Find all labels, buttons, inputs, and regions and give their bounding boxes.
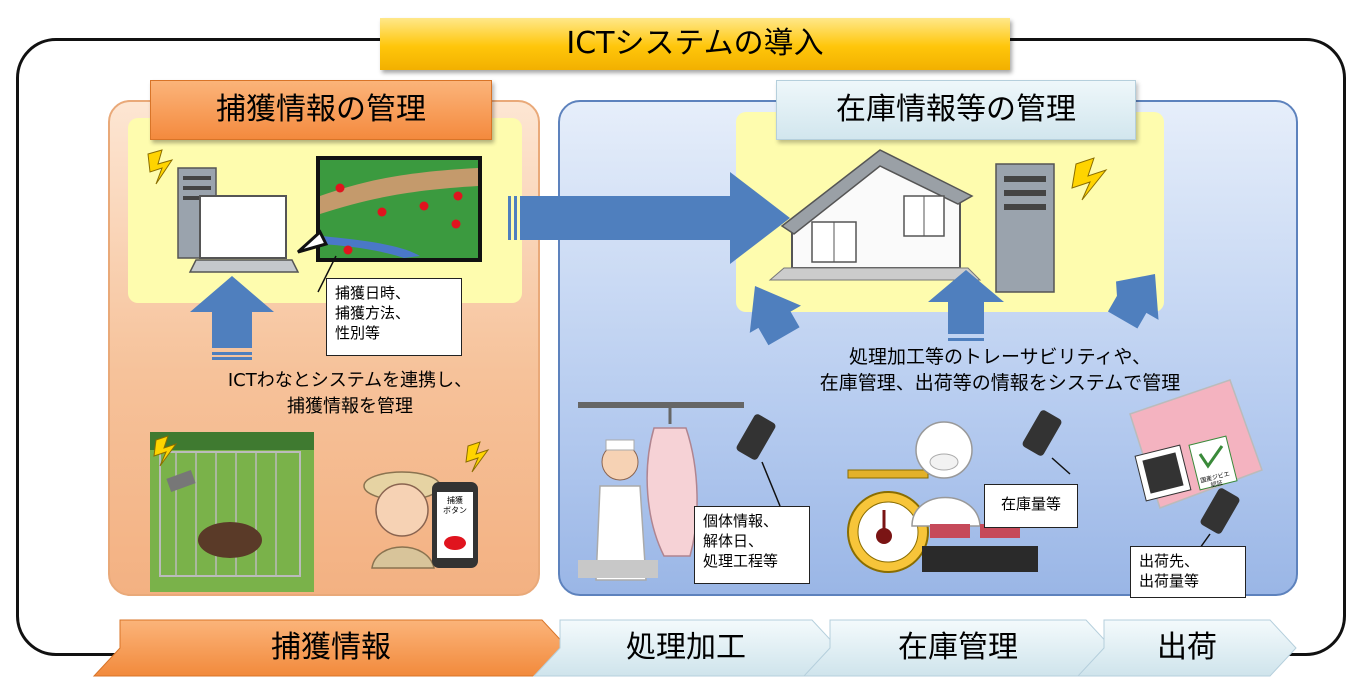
flow-label-processing: 処理加工: [626, 630, 746, 665]
capture-caption-line: ICTわなとシステムを連携し、: [227, 370, 473, 391]
capture-detail-line: 性別等: [335, 324, 381, 342]
capture-caption: ICTわなとシステムを連携し、 捕獲情報を管理: [180, 368, 520, 420]
individual-info-label: 個体情報、 解体日、 処理工程等: [694, 506, 810, 584]
capture-caption-line: 捕獲情報を管理: [287, 396, 413, 417]
transfer-arrow: [508, 172, 790, 264]
capture-detail-line: 捕獲日時、: [335, 284, 411, 302]
stock-panel-title: 在庫情報等の管理: [776, 80, 1136, 140]
map-pointer-line: [317, 255, 337, 293]
capture-detail-label: 捕獲日時、 捕獲方法、 性別等: [326, 278, 462, 356]
trap-image: [150, 432, 314, 592]
inventory-label: 在庫量等: [984, 484, 1078, 528]
scale-image: [847, 469, 929, 573]
flow-labels: 捕獲情報 処理加工 在庫管理 出荷: [0, 620, 1361, 676]
phone-icon-1: [736, 414, 781, 507]
lightning-icon: [147, 149, 174, 185]
individual-info-line: 処理工程等: [703, 552, 779, 570]
flow-label-shipping: 出荷: [1157, 630, 1217, 665]
flow-label-inventory: 在庫管理: [898, 630, 1018, 665]
capture-panel-title: 捕獲情報の管理: [150, 80, 492, 140]
packing-worker-image: [911, 421, 1038, 572]
stock-up-arrows: [749, 270, 1159, 346]
facility-image: [768, 149, 982, 281]
phone-icon-2: [1022, 410, 1071, 475]
individual-info-line: 個体情報、: [703, 512, 779, 530]
carcass-worker-image: [578, 402, 744, 581]
stock-caption-line: 在庫管理、出荷等の情報をシステムで管理: [819, 372, 1181, 394]
capture-button-line: 捕獲: [447, 496, 463, 505]
shipping-line: 出荷先、: [1139, 552, 1200, 570]
phone-icon-3: [1199, 488, 1240, 549]
capture-button-line: ボタン: [443, 506, 467, 515]
meat-package-image: [1129, 379, 1263, 509]
hunter-image: [363, 441, 490, 569]
capture-detail-line: 捕獲方法、: [335, 304, 411, 322]
stock-server-icon: [995, 157, 1108, 293]
capture-up-arrow: [190, 276, 274, 360]
flow-label-capture: 捕獲情報: [271, 630, 391, 665]
title-banner: ICTシステムの導入: [380, 18, 1010, 70]
monitor-icon: [188, 195, 300, 273]
shipping-line: 出荷量等: [1139, 572, 1200, 590]
shipping-label: 出荷先、 出荷量等: [1130, 546, 1246, 598]
individual-info-line: 解体日、: [703, 532, 764, 550]
map-image: [296, 156, 482, 262]
flow-step-shipping: [1076, 619, 1297, 677]
capture-button-label: 捕獲 ボタン: [437, 496, 473, 516]
stock-caption-line: 処理加工等のトレーサビリティや、: [849, 346, 1151, 368]
stock-caption: 処理加工等のトレーサビリティや、 在庫管理、出荷等の情報をシステムで管理: [720, 344, 1280, 396]
